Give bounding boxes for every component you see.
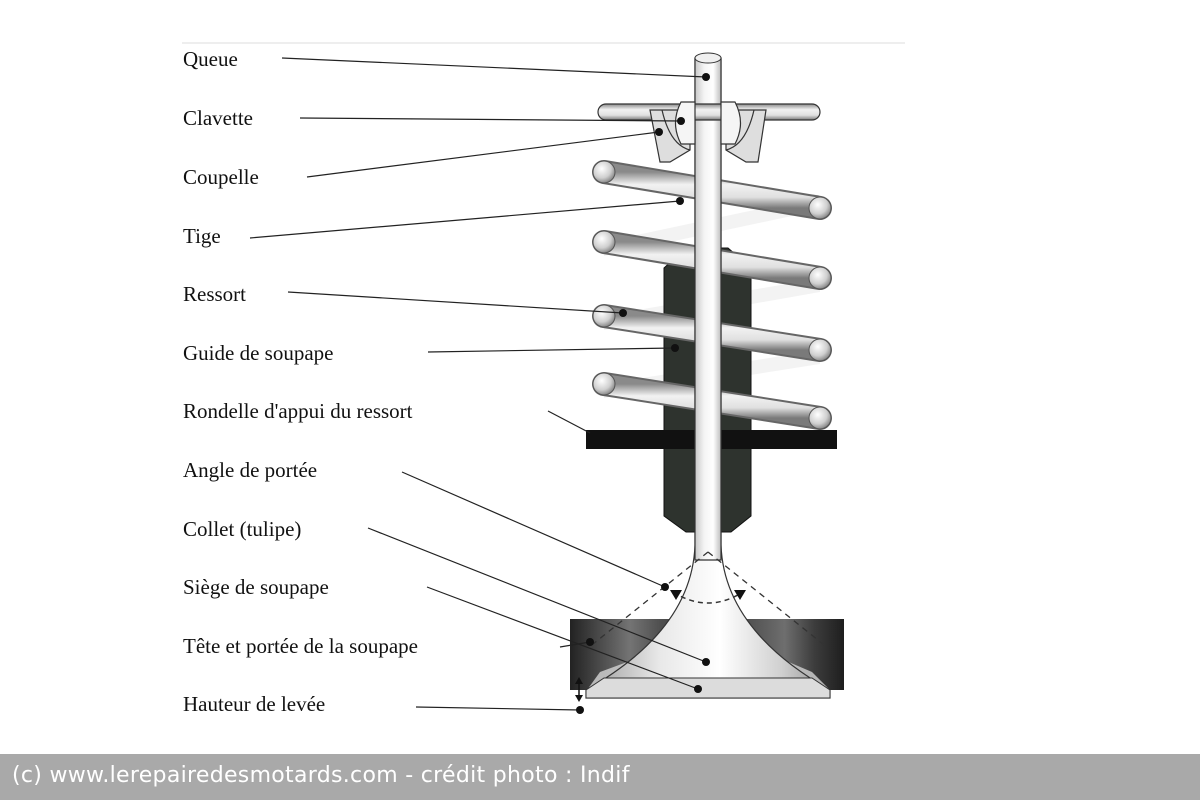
label-hauteur: Hauteur de levée bbox=[183, 692, 326, 716]
leader-lines bbox=[249, 57, 707, 711]
valve-stem bbox=[694, 53, 722, 561]
seating-angle-arc bbox=[672, 591, 744, 604]
label-coupelle: Coupelle bbox=[183, 165, 259, 189]
label-queue: Queue bbox=[183, 47, 238, 71]
label-siege: Siège de soupape bbox=[183, 575, 329, 599]
seating-angle-guides bbox=[587, 551, 829, 649]
label-tige: Tige bbox=[183, 224, 221, 248]
label-ressort: Ressort bbox=[183, 282, 246, 306]
leader-dots bbox=[576, 73, 710, 714]
angle-arrow-right-icon bbox=[734, 590, 746, 600]
valve-diagram bbox=[182, 42, 905, 714]
lift-arrow-down-icon bbox=[575, 695, 583, 702]
label-rondelle: Rondelle d'appui du ressort bbox=[183, 399, 413, 423]
valve-face bbox=[585, 677, 831, 699]
angle-arrow-left-icon bbox=[670, 590, 682, 600]
label-angle-de-portee: Angle de portée bbox=[183, 458, 318, 482]
valve-tip bbox=[694, 52, 722, 64]
label-tete: Tête et portée de la soupape bbox=[183, 634, 418, 658]
valve-keeper bbox=[674, 101, 742, 145]
credit-text: (c) www.lerepairedesmotards.com - crédit… bbox=[12, 763, 630, 788]
credit-bar: (c) www.lerepairedesmotards.com - crédit… bbox=[0, 754, 1200, 800]
lift-arrow-up-icon bbox=[575, 677, 583, 684]
label-guide-de-soupape: Guide de soupape bbox=[183, 341, 334, 365]
label-collet: Collet (tulipe) bbox=[183, 517, 302, 541]
label-clavette: Clavette bbox=[183, 106, 253, 130]
